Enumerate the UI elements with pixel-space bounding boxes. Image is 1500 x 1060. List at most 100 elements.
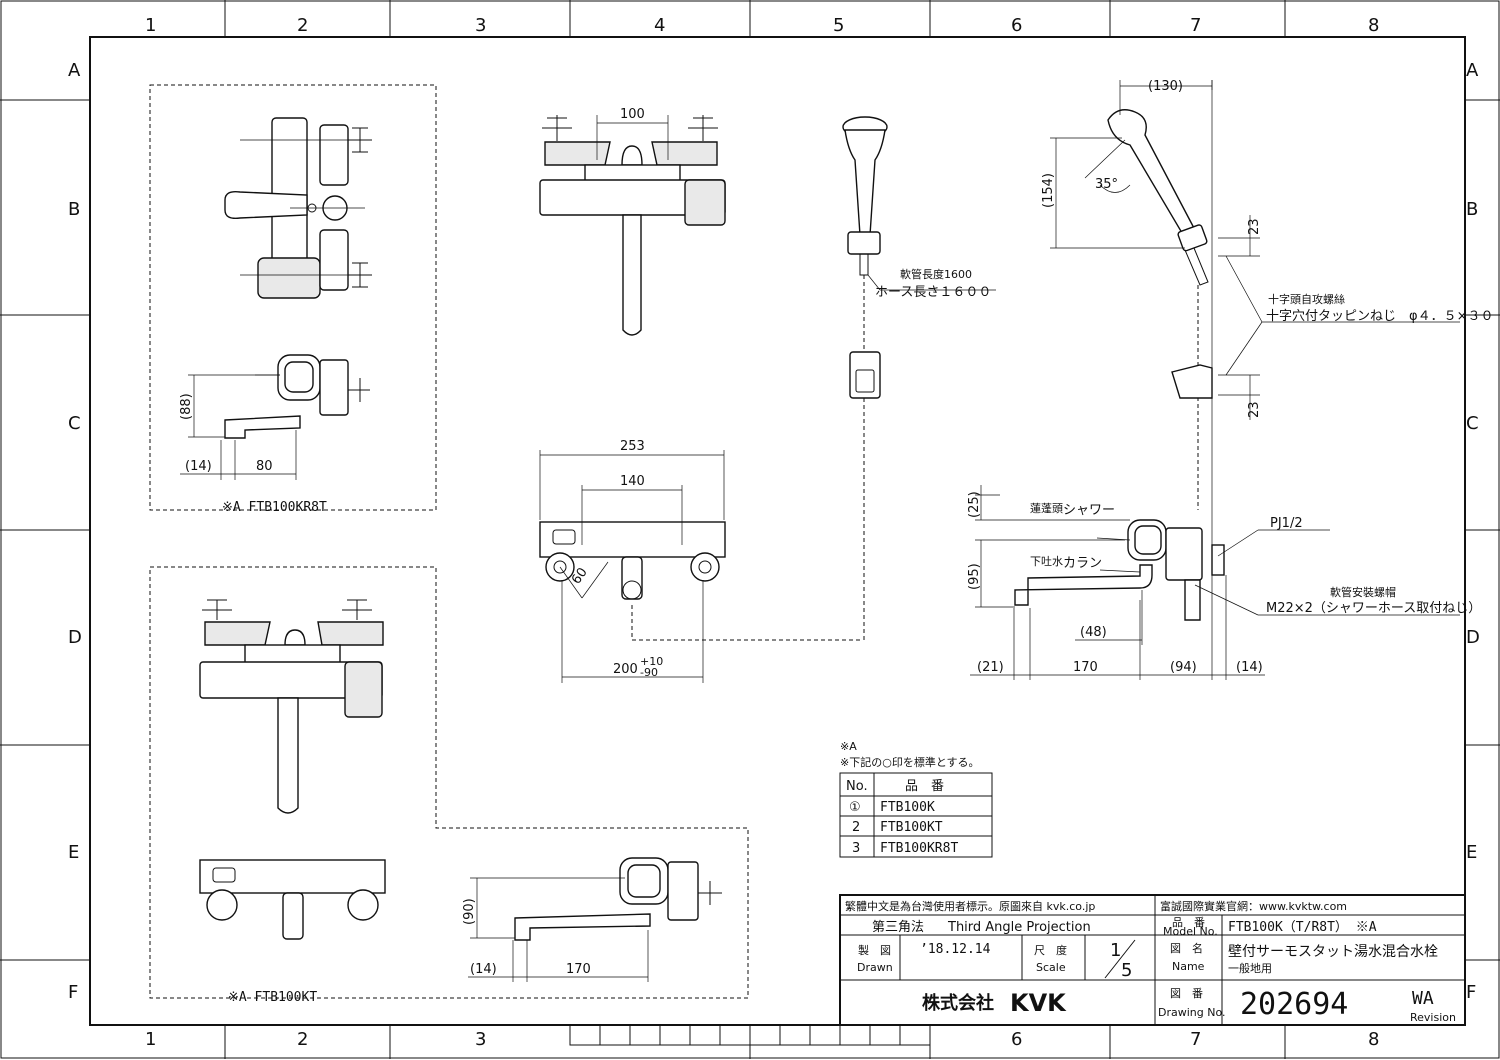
- col-label-top-1: 1: [145, 15, 156, 36]
- dim-side-130: (130): [1148, 79, 1183, 94]
- dim-side-170: 170: [1073, 660, 1098, 675]
- projection-en: Third Angle Projection: [947, 920, 1091, 935]
- company-jp: 株式会社: [922, 992, 994, 1014]
- drawn-date: ’18.12.14: [920, 942, 991, 957]
- row-label-left-b: B: [68, 199, 80, 220]
- drawn-label-en: Drawn: [857, 961, 893, 974]
- dim-side-94: (94): [1170, 660, 1197, 675]
- dim-side-25: (25): [967, 491, 982, 518]
- dim-side-154: (154): [1041, 173, 1056, 208]
- scale-numerator: 1: [1110, 940, 1121, 961]
- dim-bottom-140: 140: [620, 474, 645, 489]
- col-label-top-7: 7: [1190, 15, 1201, 36]
- table-row-2-part: FTB100KT: [880, 820, 943, 835]
- dim-kt-14: (14): [470, 962, 497, 977]
- variants-table: No. 品 番 ① FTB100K 2 FTB100KT 3 FTB100KR8…: [839, 772, 993, 858]
- label-nut-jp: M22×2（シャワーホース取付ねじ）: [1266, 601, 1481, 616]
- grid-column-labels: 1 2 3 4 5 6 7 8 1 2 3 6 7 8: [145, 15, 1379, 1050]
- note-line-2: ※下記の○印を標準とする。: [840, 755, 979, 769]
- col-label-bottom-7: 7: [1190, 1029, 1201, 1050]
- dim-kr8t-14: (14): [185, 459, 212, 474]
- model-label-jp: 品 番: [1172, 916, 1205, 929]
- label-shower-jp: シャワー: [1063, 503, 1115, 518]
- dim-side-14: (14): [1236, 660, 1263, 675]
- hose-length-cn: 軟管長度1600: [900, 267, 972, 281]
- row-label-right-b: B: [1466, 199, 1478, 220]
- revision-value: WA: [1412, 988, 1434, 1009]
- col-label-bottom-2: 2: [297, 1029, 308, 1050]
- dim-kt-90: (90): [462, 898, 477, 925]
- label-shower-cn: 蓮蓬頭: [1030, 501, 1063, 515]
- row-label-right-e: E: [1466, 842, 1477, 863]
- drawn-label-jp: 製 図: [858, 943, 891, 957]
- row-label-left-c: C: [68, 413, 81, 434]
- col-label-bottom-1: 1: [145, 1029, 156, 1050]
- table-row-2-no: 2: [852, 820, 860, 835]
- grid-row-labels: A B C D E F A B C D E F: [68, 60, 1480, 1003]
- scale-denominator: 5: [1121, 960, 1132, 981]
- model-label-en: Model No.: [1163, 925, 1218, 938]
- notice-right: 富誠國際實業官網：www.kvktw.com: [1160, 899, 1347, 913]
- dim-bottom-200-tol-upper: +10: [640, 655, 663, 668]
- name-value: 壁付サーモスタット湯水混合水栓: [1228, 943, 1438, 960]
- row-label-right-f: F: [1466, 982, 1476, 1003]
- dim-side-95: (95): [967, 563, 982, 590]
- col-label-top-6: 6: [1011, 15, 1022, 36]
- notes-block: ※A ※下記の○印を標準とする。: [840, 740, 979, 769]
- screw-label-jp: 十字穴付タッピンねじ φ４．５×３０: [1266, 309, 1493, 324]
- dim-side-21: (21): [977, 660, 1004, 675]
- name-sub: 一般地用: [1228, 962, 1272, 975]
- dim-kr8t-80: 80: [256, 459, 273, 474]
- projection-jp: 第三角法: [872, 920, 924, 935]
- col-label-top-4: 4: [654, 15, 665, 36]
- drawing-number: 202694: [1240, 987, 1348, 1022]
- model-value: FTB100K（T/R8T） ※A: [1228, 920, 1377, 935]
- row-label-right-c: C: [1466, 413, 1479, 434]
- row-label-left-e: E: [68, 842, 79, 863]
- scale-label-en: Scale: [1036, 961, 1066, 974]
- view-label-kr8t: ※A FTB100KR8T: [222, 500, 327, 515]
- screw-label-cn: 十字頭自攻螺絲: [1268, 292, 1345, 306]
- label-nut-cn: 軟管安裝螺帽: [1330, 585, 1396, 599]
- hose-length-jp: ホース長さ１６００: [875, 285, 991, 300]
- label-spout-jp: カラン: [1063, 556, 1102, 571]
- scale-ruler: [569, 1024, 931, 1046]
- drawing-label-jp: 図 番: [1170, 987, 1203, 1000]
- dim-kt-170: 170: [566, 962, 591, 977]
- table-header-part: 品 番: [905, 779, 944, 794]
- table-row-1-part: FTB100K: [880, 800, 935, 815]
- row-label-left-f: F: [68, 982, 78, 1003]
- view-ftb100kt: (90) (14) 170 ※A FTB100KT: [149, 566, 749, 1005]
- dim-side-23-bottom: 23: [1247, 401, 1262, 418]
- revision-label: Revision: [1410, 1011, 1456, 1024]
- view-side-right: (130) (154) 35° 23 23 十字頭自攻螺絲 十字穴付タッピンねじ…: [967, 79, 1493, 680]
- view-bottom: 253 140 60 200 +10 -90: [539, 439, 862, 683]
- drawing-label-en: Drawing No.: [1158, 1006, 1226, 1019]
- dim-bottom-200-tol-lower: -90: [640, 666, 658, 679]
- col-label-bottom-8: 8: [1368, 1029, 1379, 1050]
- label-spout-cn: 下吐水: [1030, 555, 1063, 568]
- dim-side-23-top: 23: [1247, 218, 1262, 235]
- name-label-en: Name: [1172, 960, 1205, 973]
- col-label-top-5: 5: [833, 15, 844, 36]
- table-header-no: No.: [846, 779, 868, 794]
- dim-bottom-253: 253: [620, 439, 645, 454]
- col-label-bottom-3: 3: [475, 1029, 486, 1050]
- company-brand: KVK: [1010, 989, 1067, 1017]
- dim-kr8t-88: (88): [179, 393, 194, 420]
- col-label-top-3: 3: [475, 15, 486, 36]
- row-label-right-d: D: [1466, 627, 1480, 648]
- dim-side-35deg: 35°: [1095, 177, 1118, 192]
- row-label-right-a: A: [1466, 60, 1479, 81]
- label-pj-thread: PJ1/2: [1270, 516, 1303, 531]
- dim-front-100: 100: [620, 107, 645, 122]
- dim-side-48: (48): [1080, 625, 1107, 640]
- table-row-3-part: FTB100KR8T: [880, 841, 958, 856]
- dim-bottom-200: 200: [613, 662, 638, 677]
- view-front-top: 100: [539, 107, 726, 336]
- scale-label-jp: 尺 度: [1034, 943, 1067, 957]
- name-label-jp: 図 名: [1170, 941, 1203, 955]
- col-label-bottom-6: 6: [1011, 1029, 1022, 1050]
